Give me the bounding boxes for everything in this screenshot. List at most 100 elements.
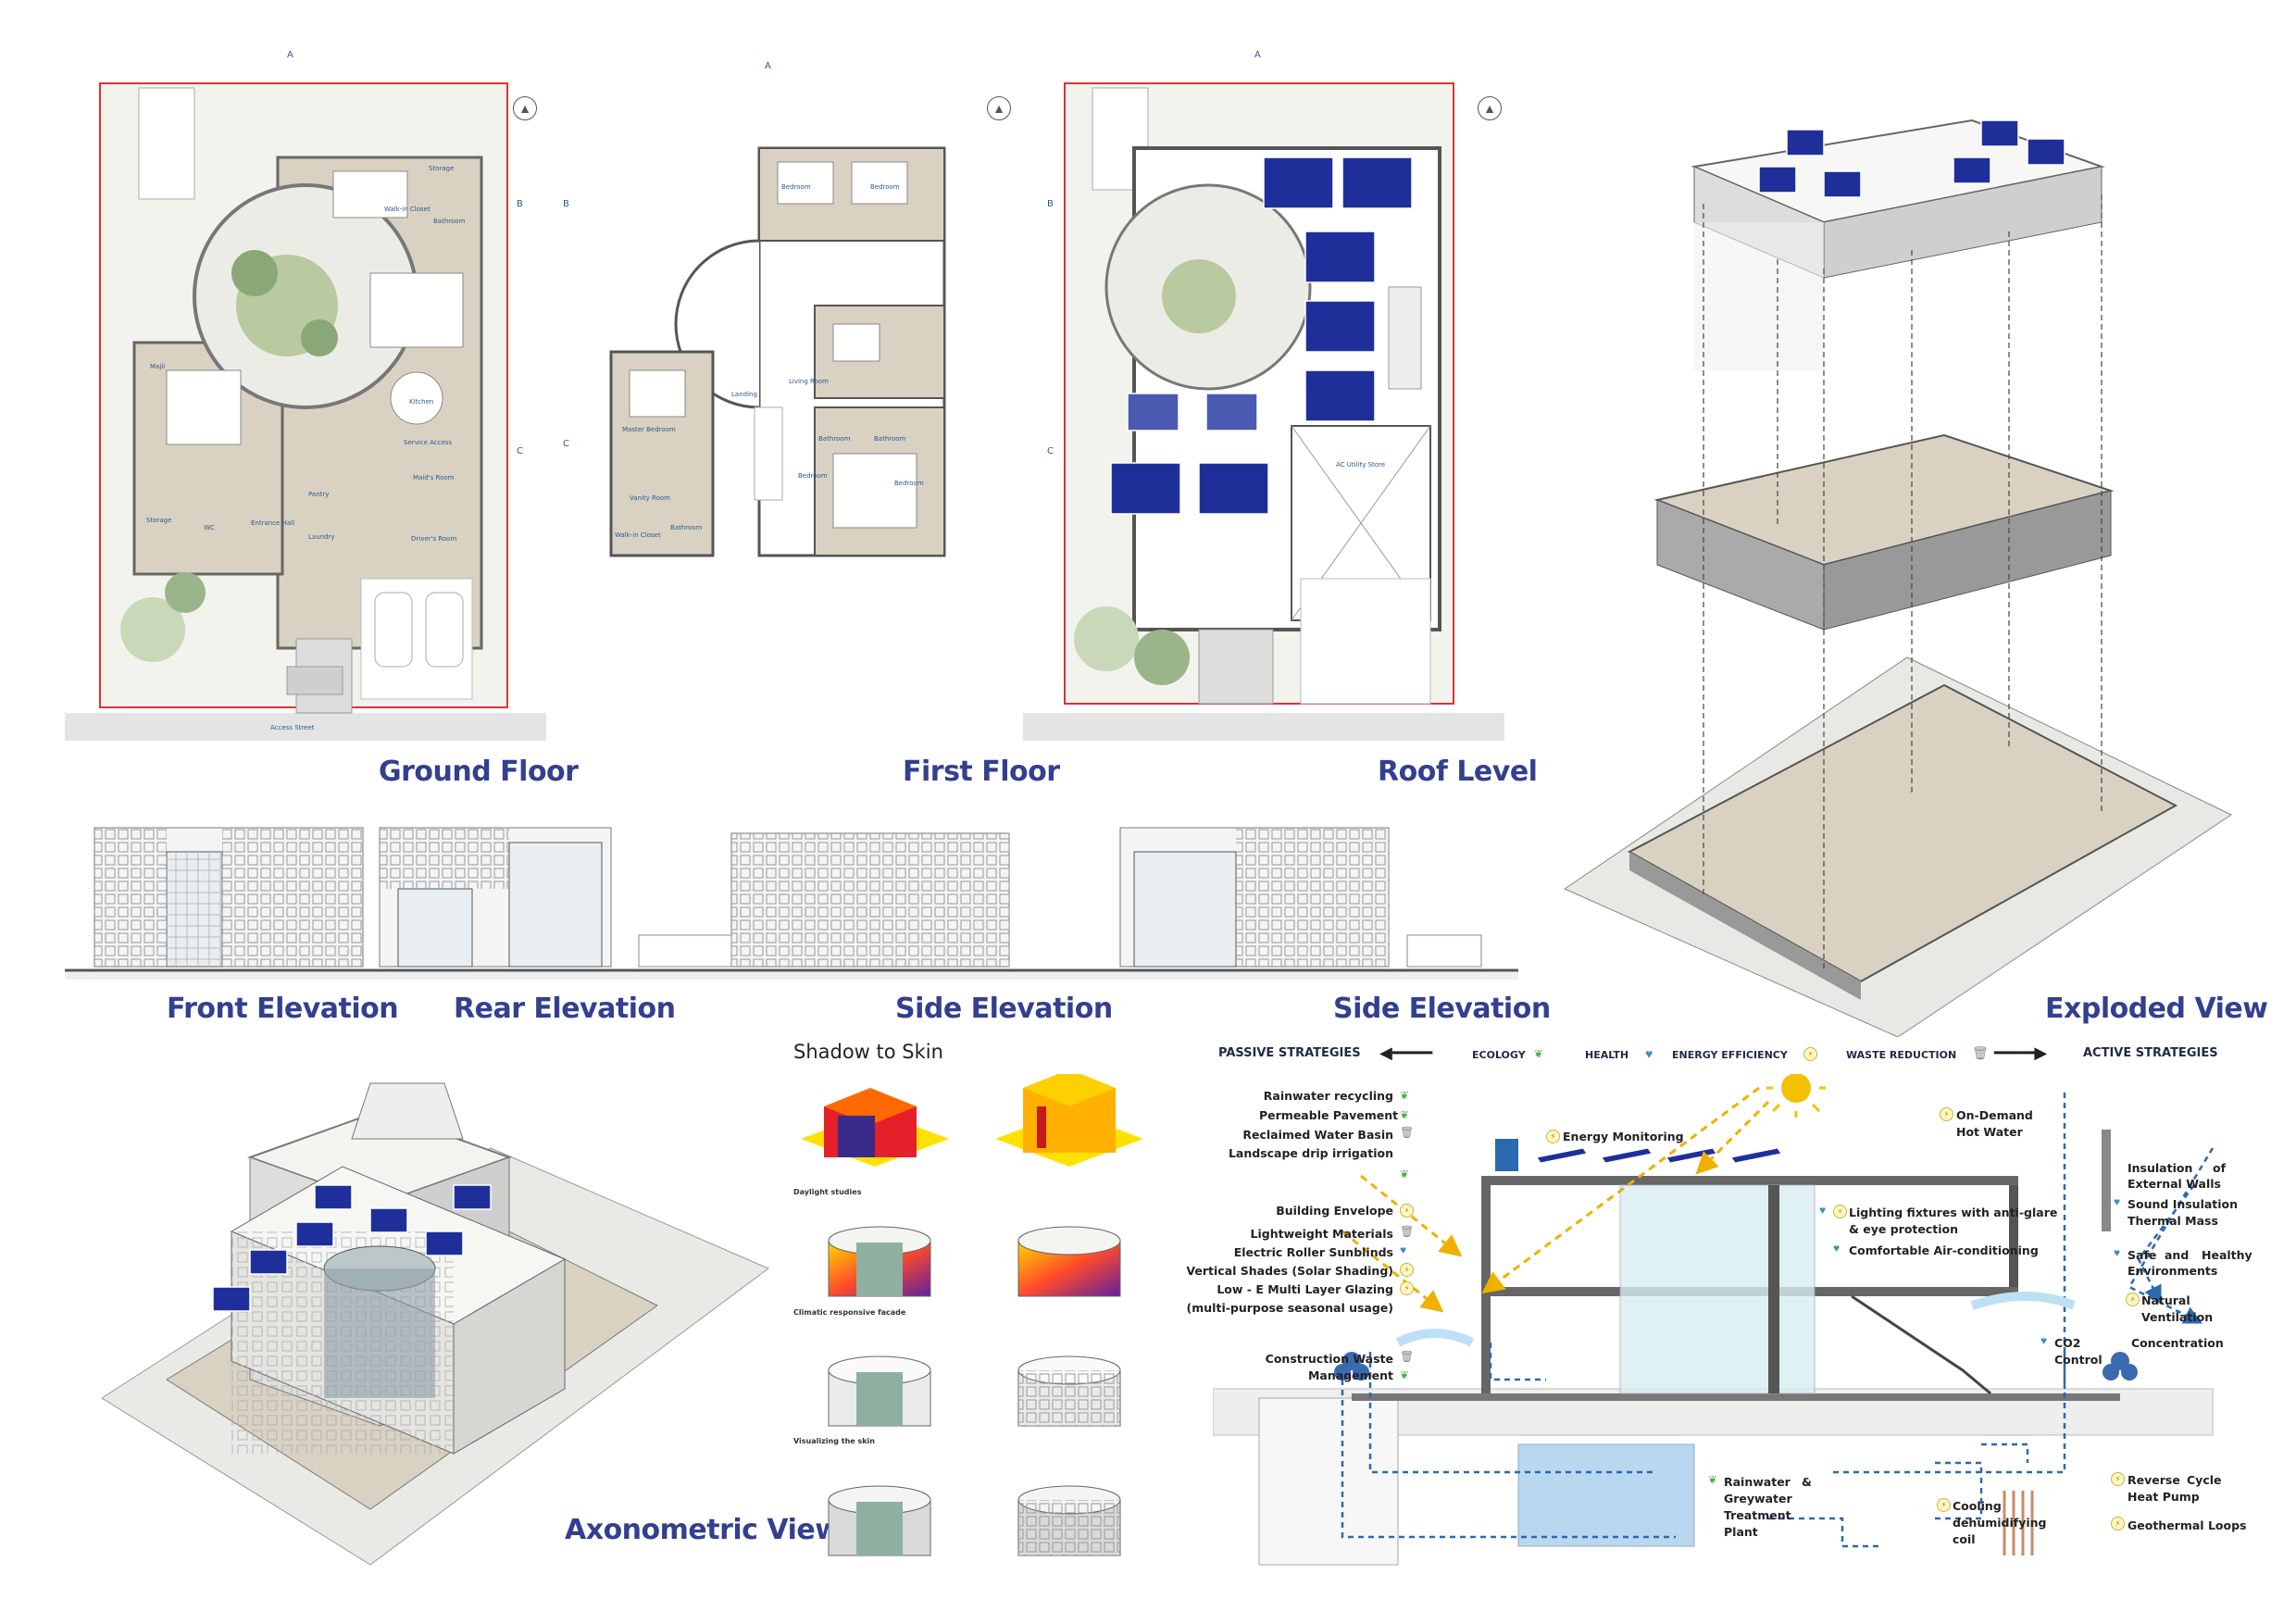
rainwater-recycling: Rainwater recycling [1263,1089,1393,1103]
waste-label: WASTE REDUCTION [1846,1049,1957,1061]
leaf-icon: ❦ [1400,1168,1410,1181]
ff-bed4: Bedroom [894,480,924,487]
north-arrow-icon: ▲ [1478,96,1502,120]
energy-monitoring: Energy Monitoring [1563,1130,1684,1143]
greywater: Greywater [1724,1492,1792,1505]
building-envelope: Building Envelope [1276,1204,1393,1218]
side-elevation-title-1: Side Elevation [895,993,1113,1025]
insulation: Insulation [2128,1161,2193,1175]
ventilation: Ventilation [2141,1310,2214,1324]
side-elevation-title-2: Side Elevation [1333,993,1551,1025]
safe-healthy: Healthy [2202,1248,2252,1262]
solar-panel-icon [1110,156,1413,515]
plans-section: Storage Walk-in Closet Bathroom Majli Ki… [0,0,1555,815]
section-a-top-1: A [287,50,293,60]
rear-elevation-title: Rear Elevation [454,993,676,1025]
vertical-shades: Vertical Shades (Solar Shading) [1186,1264,1393,1278]
solar-panel [249,1249,288,1275]
exploded-view-title: Exploded View [2045,993,2268,1025]
solar-panel [1110,462,1181,515]
room-service: Service Access [404,439,453,446]
reverse-cycle: Cycle [2187,1473,2222,1487]
solar-panel [1198,462,1269,515]
solar-panel [295,1221,334,1247]
section-b-3: B [1047,199,1054,209]
room-storage-2: Storage [146,517,172,524]
section-c-1: C [517,446,523,456]
construction-waste: Construction Waste [1265,1352,1393,1366]
ground-floor-title: Ground Floor [379,756,579,788]
section-c-2: C [563,439,569,449]
energy-icon: ⚡ [2126,1293,2140,1306]
solar-panel [1341,156,1413,209]
co2-control: Control [2054,1353,2103,1367]
ff-bed2: Bedroom [870,183,900,191]
left-arrow-icon: ◀━━━━ [1379,1043,1433,1062]
ff-living: Living Room [789,378,829,385]
reclaimed-basin: Reclaimed Water Basin [1242,1128,1393,1142]
street-label: Access Street [270,724,315,731]
north-arrow-icon: ▲ [513,96,537,120]
room-kitchen: Kitchen [409,398,434,406]
room-majli: Majli [150,363,166,370]
room-pantry: Pantry [308,491,330,498]
energy-icon: ⚡ [1833,1205,1847,1218]
roof-level-title: Roof Level [1378,756,1538,788]
solar-panel [1980,119,2019,147]
energy-icon: ⚡ [1940,1107,1953,1121]
section-c-3: C [1047,446,1054,456]
health-icon: ♥ [1645,1046,1653,1061]
section-a-top-2: A [765,61,771,71]
daylight-caption: Daylight studies [793,1188,862,1196]
natural: Natural [2141,1293,2190,1307]
ff-bed1: Bedroom [781,183,811,191]
solar-panel [1758,166,1797,194]
health-icon: ♥ [1833,1242,1841,1255]
room-entrance: Entrance Hall [251,519,295,527]
ff-vanity: Vanity Room [630,494,670,502]
treatment: Treatment [1724,1508,1791,1522]
permeable-pavement: Permeable Pavement [1259,1108,1399,1122]
bin-icon: 🗑 [1972,1045,1989,1060]
leaf-icon: ❦ [1400,1108,1410,1121]
hot-water: Hot Water [1956,1125,2023,1139]
construction-waste-2: Management [1307,1368,1393,1382]
ff-bath2: Bathroom [874,435,906,443]
ff-bed3: Bedroom [798,472,828,480]
co2: CO2 [2054,1336,2081,1350]
health-icon: ♥ [2114,1195,2121,1208]
solar-panel [369,1207,408,1233]
ff-master: Master Bedroom [622,426,676,433]
leaf-icon: ❦ [1708,1473,1718,1486]
rainwater-amp: & [1802,1475,1812,1489]
geothermal-loops: Geothermal Loops [2128,1518,2247,1532]
leaf-icon: ❦ [1400,1368,1410,1381]
bin-icon: 🗑 [1400,1225,1415,1238]
thermal-mass: Thermal Mass [2128,1214,2218,1228]
multi-purpose: (multi-purpose seasonal usage) [1186,1301,1393,1315]
reverse: Reverse [2128,1473,2180,1487]
health-icon: ♥ [2040,1334,2048,1347]
solar-panel [453,1184,492,1210]
air-conditioning: Comfortable Air-conditioning [1849,1243,2039,1257]
energy-icon: ⚡ [1937,1498,1951,1512]
solar-panel [1127,393,1179,431]
axonometric-view-title: Axonometric View [565,1514,841,1546]
roof-ac-store: AC Utility Store [1336,461,1386,468]
first-floor-plan [609,146,946,557]
room-walkin: Walk-in Closet [384,206,430,213]
energy-icon: ⚡ [1400,1281,1414,1295]
room-wc: WC [204,524,215,531]
health-icon: ♥ [1400,1243,1407,1256]
north-arrow-icon: ▲ [987,96,1011,120]
solar-panel [425,1230,464,1256]
leaf-icon: ❦ [1534,1047,1544,1060]
low-e-glazing: Low - E Multi Layer Glazing [1217,1282,1393,1296]
drip-irrigation: Landscape drip irrigation [1228,1146,1393,1160]
energy-icon: ⚡ [2111,1517,2125,1530]
right-arrow-icon: ━━━━▶ [1994,1043,2048,1062]
solar-panel [1304,300,1376,353]
solar-panel [1786,129,1825,156]
on-demand: On-Demand [1956,1108,2033,1122]
solar-panel [212,1286,251,1312]
